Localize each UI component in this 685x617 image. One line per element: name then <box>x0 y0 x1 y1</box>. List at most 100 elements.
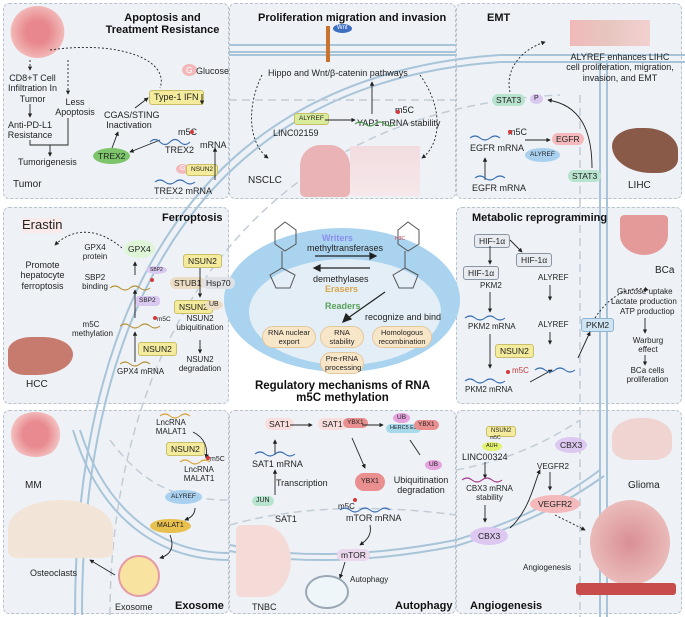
promote-label: Promote hepatocyte ferroptosis <box>20 260 65 291</box>
sbp2-protein: SBP2 <box>135 296 160 306</box>
trex2-mrna-label: TREX2 mRNA <box>154 186 213 196</box>
mtor-box: mTOR <box>337 549 370 562</box>
trex2-protein: TREX2 <box>93 148 131 165</box>
tnbc-label: TNBC <box>252 602 277 612</box>
nsun2-box: NSUN2 <box>186 164 219 176</box>
egfr-mrna-label-2: EGFR mRNA <box>472 183 526 193</box>
apoptosis-title: Apoptosis and Treatment Resistance <box>105 12 220 36</box>
anti-pdl1-label: Anti-PD-L1 Resistance <box>7 120 53 141</box>
stat3-box: STAT3 <box>568 170 602 183</box>
angiogenesis-title: Angiogenesis <box>470 600 543 612</box>
malat1-box: MALAT1 <box>150 519 191 534</box>
gpx4-mrna-label: GPX4 mRNA <box>117 367 165 376</box>
jun-badge: JUN <box>252 496 274 507</box>
sbp2-binding-label: SBP2 binding <box>82 273 108 292</box>
readers-label: Readers <box>325 301 361 311</box>
ub-badge-auto: UB <box>393 413 411 423</box>
m5c-label-prolif: m5C <box>395 105 415 115</box>
function-rna-export: RNA nuclear export <box>262 326 316 348</box>
exosome-title: Exosome <box>175 600 224 612</box>
cd8-label: CD8+T Cell Infiltration In Tumor <box>7 73 58 104</box>
glucose-g-badge: G <box>182 64 197 77</box>
vegfr2-gene-label: VEGFR2 <box>537 462 570 471</box>
recognize-label: recognize and bind <box>365 312 442 322</box>
m5c-label: m5C <box>178 127 198 137</box>
emt-description: ALYREF enhances LIHC cell proliferation,… <box>566 52 674 83</box>
m5c-label-ferro: m5C <box>157 316 171 323</box>
invasion-illustration <box>350 146 420 196</box>
m5c-label-meta: m5C <box>512 366 529 375</box>
pkm2-protein-box: PKM2 <box>581 318 615 333</box>
alyref-protein-label: ALYREF <box>538 320 569 329</box>
function-homologous: Homologous recombination <box>372 326 432 348</box>
ubiq-degr-label: Ubiquitination degradation <box>393 475 449 496</box>
nsun2-box-angio: NSUN2 <box>486 426 517 438</box>
ubiquitination-label: NSUN2 ubiquitination <box>176 314 224 333</box>
blood-vessel-illustration <box>576 583 676 595</box>
lung-illustration <box>300 145 350 197</box>
autophagosome-illustration <box>305 575 349 609</box>
bladder-illustration <box>620 215 668 255</box>
hcc-liver-illustration <box>8 337 73 375</box>
cbx3-protein: CBX3 <box>470 527 509 546</box>
yap1-label: YAP1 mRNA stability <box>357 118 441 128</box>
tumor-label: Tumor <box>13 179 42 190</box>
ybx1-protein: YBX1 <box>355 473 385 492</box>
lihc-label: LIHC <box>628 180 651 191</box>
ub-badge-ferro: UB <box>205 300 223 311</box>
mm-label: MM <box>25 480 42 491</box>
lncrna-label-2: LncRNA MALAT1 <box>183 465 215 484</box>
hif1a-box-1: HIF-1α <box>474 234 511 249</box>
epithelial-cells-illustration <box>570 20 650 46</box>
methyltransferases-label: methyltransferases <box>307 243 384 253</box>
sat1-mrna-label: SAT1 mRNA <box>252 459 303 469</box>
hcc-label: HCC <box>26 379 48 390</box>
ub-badge-degr: UB <box>425 460 443 470</box>
exosome-illustration <box>118 555 160 597</box>
nsun2-g-badge: G <box>176 164 190 175</box>
hif1a-box-2: HIF-1α <box>516 253 553 268</box>
center-title: Regulatory mechanisms of RNA m5C methyla… <box>254 380 431 404</box>
m5c-label-auto: m5C <box>338 502 355 511</box>
egfr-box: EGFR <box>552 133 584 146</box>
herc5-box: HERC5 E3 <box>386 424 421 433</box>
wnt-badge: Wnt <box>333 24 352 34</box>
transcription-label: Transcription <box>276 478 328 488</box>
tumorigenesis-label: Tumorigenesis <box>18 157 77 167</box>
proliferation-title: Proliferation migration and invasion <box>258 12 447 24</box>
alyref-box: ALYREF <box>294 113 329 125</box>
hif1a-box-3: HIF-1α <box>463 266 500 281</box>
tumor-vessel-illustration <box>590 500 670 585</box>
angiogenesis-label: Angiogenesis <box>523 563 572 572</box>
warburg-label: Warburg effect <box>632 336 664 355</box>
sat1-box: SAT1 <box>265 418 294 431</box>
autophagy-title: Autophagy <box>395 600 453 612</box>
brain-illustration <box>612 418 672 460</box>
erasers-label: Erasers <box>325 284 359 294</box>
mtor-mrna-label: mTOR mRNA <box>346 513 402 523</box>
trex2-mrna-name: TREX2 <box>165 145 195 155</box>
osteoclast-illustration <box>8 500 113 558</box>
metabolic-title: Metabolic reprogramming <box>472 212 608 224</box>
egfr-mrna-label: EGFR mRNA <box>470 143 524 153</box>
lactate-label: Lactate production <box>611 297 677 306</box>
cbx3-mrna-label: CBX3 mRNA stability <box>466 484 513 503</box>
glucose-label: Glucose <box>196 66 230 76</box>
erastin-label: Erastin <box>22 217 63 233</box>
glucose-uptake-label: Glucose uptake <box>617 287 673 296</box>
osteoclasts-label: Osteoclasts <box>30 568 78 578</box>
ferroptosis-title: Ferroptosis <box>162 212 223 224</box>
stub1-box: STUB1 <box>170 277 206 290</box>
bca-label: BCa <box>655 265 675 276</box>
ybx1-badge: YBX1 <box>343 418 368 428</box>
writers-label: Writers <box>322 233 353 243</box>
mrna-label: mRNA <box>200 140 227 150</box>
m5c-label-emt: m5C <box>508 127 528 137</box>
auh-badge: AUH <box>482 442 502 451</box>
degradation-label: NSUN2 degradation <box>178 355 222 374</box>
alyref-oval: ALYREF <box>525 148 560 162</box>
type1ifn-box: Type-1 IFN <box>149 90 204 105</box>
nsun2-box-exo: NSUN2 <box>166 442 205 457</box>
